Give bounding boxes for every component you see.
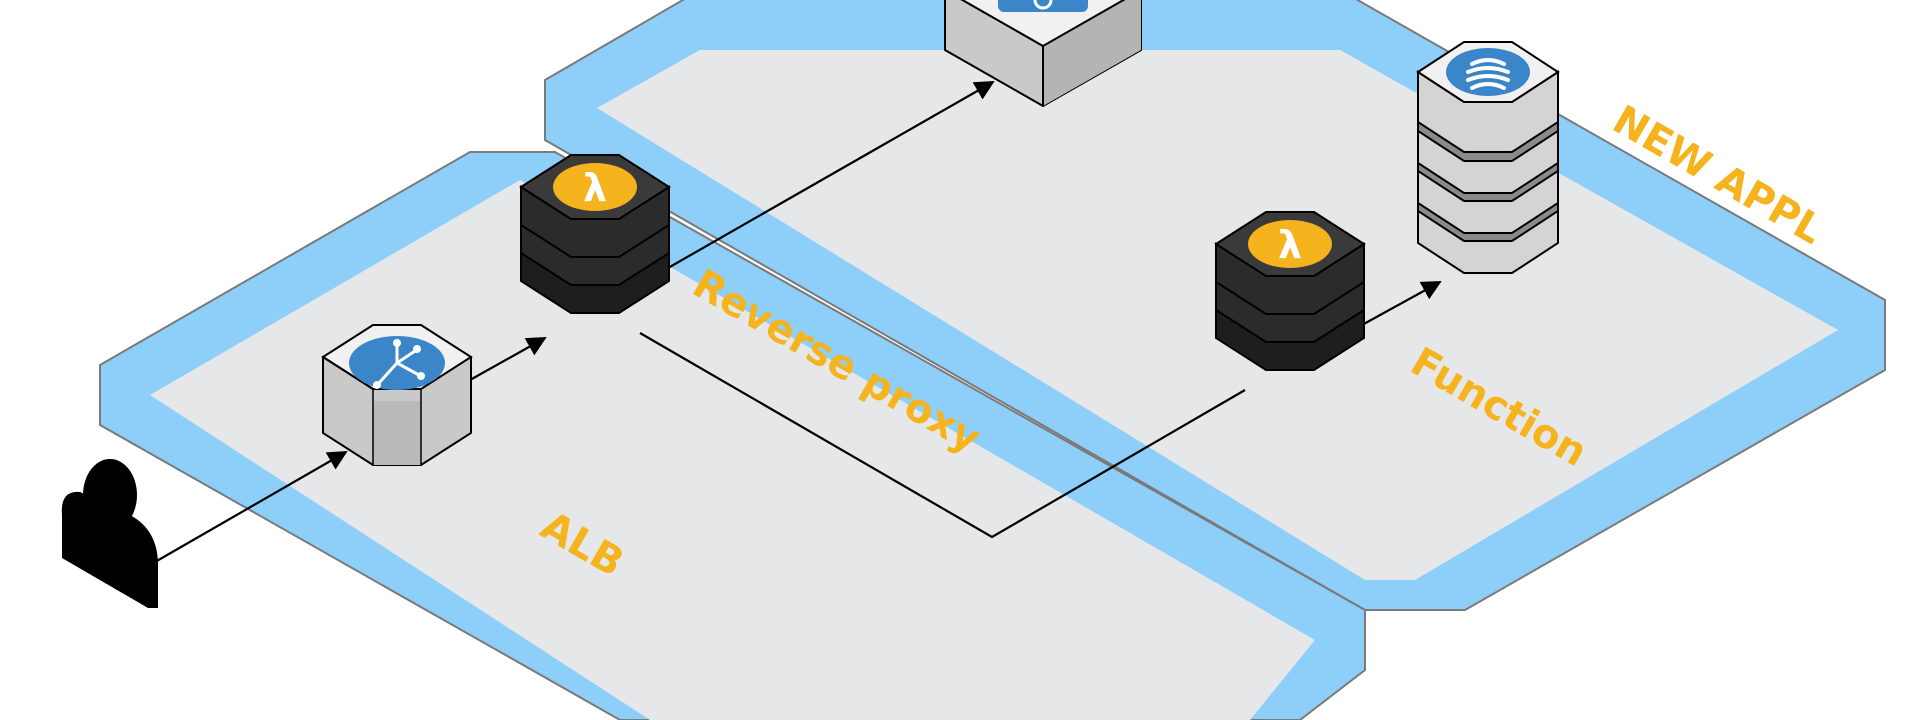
edge-user-to-alb — [154, 451, 348, 563]
service-icon — [998, 0, 1088, 12]
top-service-node — [944, 0, 1142, 108]
edge-proxy-to-function — [639, 332, 1246, 539]
database-node — [1416, 41, 1560, 274]
proxy-lambda-node: λ — [519, 154, 671, 314]
database-icon — [1446, 48, 1530, 96]
edge-alb-to-proxy — [469, 337, 547, 381]
svg-text:λ: λ — [583, 166, 607, 210]
function-lambda-node: λ — [1214, 211, 1366, 371]
connectors — [154, 81, 1442, 563]
lambda-icon: λ — [1248, 220, 1332, 268]
zone-alb — [99, 151, 1366, 720]
lambda-icon: λ — [553, 163, 637, 211]
alb-router-node — [321, 324, 473, 466]
edge-proxy-to-service — [667, 81, 995, 269]
edge-function-to-database — [1361, 281, 1442, 326]
svg-text:λ: λ — [1278, 223, 1302, 267]
load-balancer-icon — [349, 336, 445, 390]
user-icon — [61, 459, 159, 608]
